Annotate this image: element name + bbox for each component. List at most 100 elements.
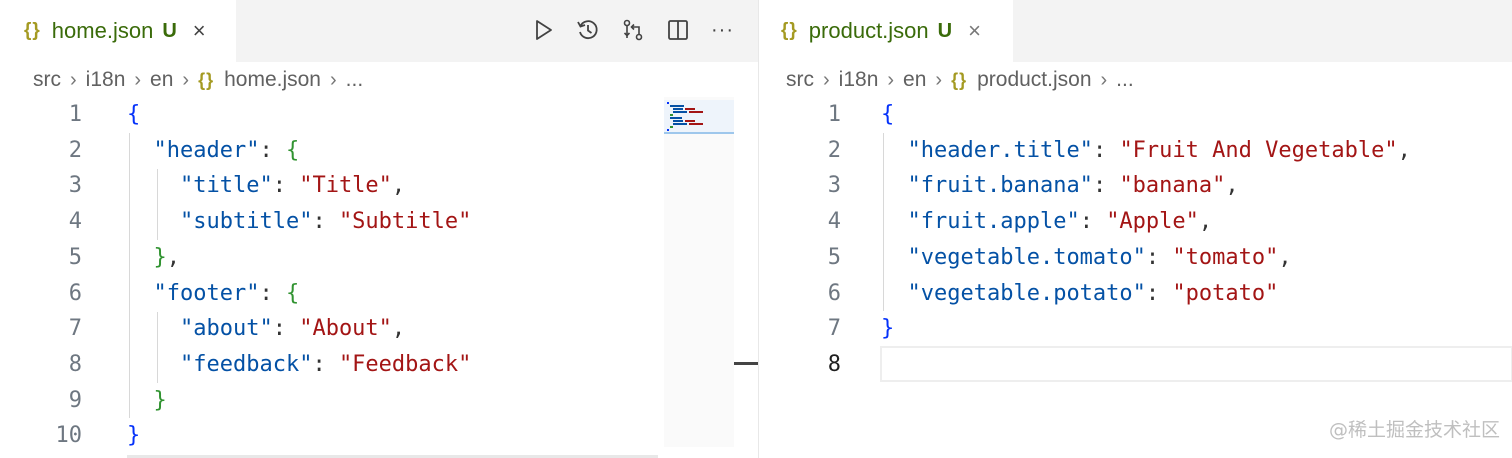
breadcrumb-symbols[interactable]: ... xyxy=(345,68,364,91)
code-token: "About" xyxy=(299,316,392,342)
code-token: "Subtitle" xyxy=(338,209,472,235)
breadcrumb-symbols[interactable]: ... xyxy=(1116,68,1134,91)
line-code: "header.title": "Fruit And Vegetable", xyxy=(881,133,1411,169)
code-editor[interactable]: 1{2 "header": {3 "title": "Title",4 "sub… xyxy=(0,97,758,458)
indent-guide xyxy=(883,133,884,311)
breadcrumb: src › i18n › en › {} home.json › ... xyxy=(0,62,758,98)
code-token: "vegetable.tomato" xyxy=(907,244,1146,270)
line-number: 9 xyxy=(68,387,82,413)
split-editor-icon[interactable] xyxy=(664,14,691,46)
code-token xyxy=(127,173,180,198)
code-line[interactable]: 8 xyxy=(759,347,1512,383)
code-line[interactable]: 5 }, xyxy=(0,240,758,276)
code-line[interactable]: 3 "title": "Title", xyxy=(0,168,758,204)
code-line[interactable]: 3 "fruit.banana": "banana", xyxy=(759,168,1512,204)
code-token: { xyxy=(127,102,141,127)
run-icon[interactable] xyxy=(529,14,556,46)
code-line[interactable]: 8 "feedback": "Feedback" xyxy=(0,347,758,383)
close-icon[interactable]: × xyxy=(192,18,206,43)
code-token xyxy=(881,245,908,270)
tab-product-json[interactable]: {} product.json U × xyxy=(759,0,1013,62)
code-token: : xyxy=(1145,244,1173,270)
code-token: : xyxy=(259,280,286,306)
code-token: "Apple" xyxy=(1106,209,1199,235)
line-number: 7 xyxy=(827,316,841,342)
minimap[interactable] xyxy=(664,100,734,134)
timeline-icon[interactable] xyxy=(574,14,601,46)
tab-bar: {} product.json U × xyxy=(759,0,1512,62)
source-control-compare-icon[interactable] xyxy=(619,14,646,46)
code-token: { xyxy=(881,102,895,127)
breadcrumb-i18n[interactable]: i18n xyxy=(85,68,126,91)
line-code: } xyxy=(881,311,894,347)
code-editor[interactable]: 1{2 "header.title": "Fruit And Vegetable… xyxy=(759,97,1512,458)
indent-guide xyxy=(157,312,158,383)
code-line[interactable]: 1{ xyxy=(759,97,1512,133)
code-token: } xyxy=(881,316,895,342)
scrollbar-cursor-marker xyxy=(734,362,758,365)
line-number: 2 xyxy=(827,137,841,163)
code-token: : xyxy=(312,351,339,377)
breadcrumb-en[interactable]: en xyxy=(903,68,927,91)
line-code: "footer": { xyxy=(127,276,300,312)
code-line[interactable]: 4 "fruit.apple": "Apple", xyxy=(759,204,1512,240)
code-line[interactable]: 7} xyxy=(759,311,1512,347)
tab-bar: {} home.json U × ··· xyxy=(0,0,758,62)
breadcrumb-en[interactable]: en xyxy=(150,68,174,91)
code-line[interactable]: 5 "vegetable.tomato": "tomato", xyxy=(759,240,1512,276)
code-token xyxy=(127,138,154,163)
code-line[interactable]: 7 "about": "About", xyxy=(0,311,758,347)
code-token: , xyxy=(391,173,406,199)
code-token: { xyxy=(285,137,300,163)
line-code: } xyxy=(127,383,167,419)
left-editor-group: {} home.json U × ··· src › i18n › en › xyxy=(0,0,759,458)
breadcrumb-i18n[interactable]: i18n xyxy=(838,68,879,91)
code-token: : xyxy=(272,316,300,342)
line-number: 6 xyxy=(827,280,841,306)
line-number: 4 xyxy=(68,209,82,235)
code-token xyxy=(127,209,180,234)
code-token xyxy=(881,138,908,163)
code-line[interactable]: 9 } xyxy=(0,383,758,419)
code-line[interactable]: 6 "footer": { xyxy=(0,276,758,312)
tab-label: product.json xyxy=(808,18,929,43)
code-line[interactable]: 2 "header.title": "Fruit And Vegetable", xyxy=(759,133,1512,169)
code-token: "potato" xyxy=(1172,280,1279,306)
chevron-right-icon: › xyxy=(887,68,895,91)
line-number: 7 xyxy=(68,316,82,342)
line-code: "fruit.banana": "banana", xyxy=(881,168,1239,204)
code-line[interactable]: 2 "header": { xyxy=(0,133,758,169)
code-token: "Title" xyxy=(299,173,392,199)
breadcrumb-src[interactable]: src xyxy=(33,68,61,91)
line-code: "title": "Title", xyxy=(127,168,405,204)
code-token: "header" xyxy=(153,137,260,163)
code-line[interactable]: 4 "subtitle": "Subtitle" xyxy=(0,204,758,240)
line-code: "header": { xyxy=(127,133,300,169)
code-line[interactable]: 1{ xyxy=(0,97,758,133)
code-token: : xyxy=(1092,173,1120,199)
json-file-icon: {} xyxy=(198,69,215,90)
more-actions-icon[interactable]: ··· xyxy=(711,18,734,41)
code-token: : xyxy=(312,209,339,235)
code-token: : xyxy=(259,137,286,163)
line-code: "vegetable.tomato": "tomato", xyxy=(881,240,1292,276)
code-token: { xyxy=(285,280,300,306)
code-line[interactable]: 10} xyxy=(0,418,758,454)
code-token: } xyxy=(153,244,167,270)
code-token: , xyxy=(391,316,406,342)
code-token xyxy=(127,245,154,270)
breadcrumb-file[interactable]: product.json xyxy=(977,68,1092,91)
code-token: } xyxy=(127,423,141,449)
breadcrumb-src[interactable]: src xyxy=(786,68,814,91)
code-token: : xyxy=(1079,209,1107,235)
code-token xyxy=(127,281,154,306)
code-token: "tomato" xyxy=(1172,244,1279,270)
code-token: : xyxy=(272,173,300,199)
code-token: } xyxy=(153,387,167,413)
line-number: 1 xyxy=(68,102,82,127)
close-icon[interactable]: × xyxy=(968,18,981,43)
code-line[interactable]: 6 "vegetable.potato": "potato" xyxy=(759,276,1512,312)
tab-label: home.json xyxy=(51,18,154,43)
tab-home-json[interactable]: {} home.json U × xyxy=(0,0,236,62)
breadcrumb-file[interactable]: home.json xyxy=(224,68,321,91)
